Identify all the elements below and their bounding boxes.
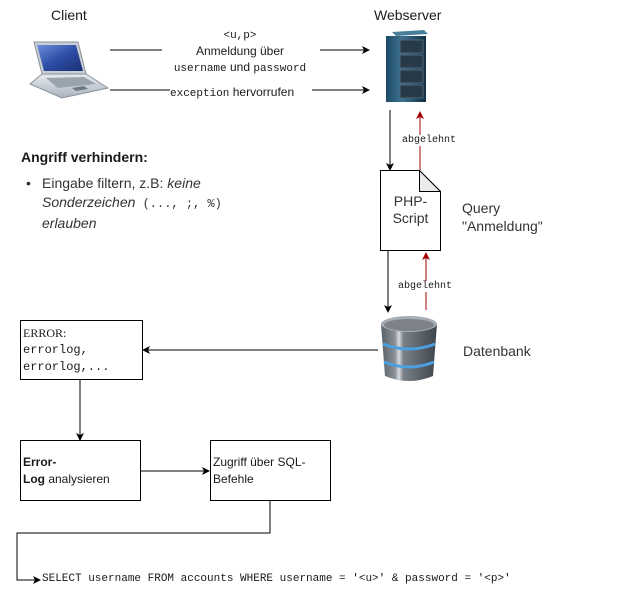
password-term: password: [253, 63, 307, 75]
webserver-label: Webserver: [374, 7, 442, 23]
bullet-italic-keine: keine: [167, 175, 201, 191]
login-edge-label: <u,p> Anmeldung über username und passwo…: [150, 29, 330, 77]
query-line2: "Anmeldung": [462, 218, 543, 234]
sql-access-box: Zugriff über SQL- Befehle: [210, 440, 331, 501]
exception-edge-label: exception hervorrufen: [170, 83, 295, 101]
rejected-label-webserver: abgelehnt: [402, 135, 457, 146]
error-output-box: ERROR: errorlog, errorlog,...: [20, 320, 143, 380]
sql-access-line2: Befehle: [213, 472, 254, 486]
php-script-line2: Script: [392, 210, 429, 226]
exception-term: exception: [170, 88, 230, 100]
error-log-rest: analysieren: [45, 472, 110, 486]
database-icon: [378, 314, 440, 386]
sql-access-line1: Zugriff über SQL-: [213, 455, 306, 469]
server-rack-icon: [384, 28, 430, 104]
php-script-document: PHP- Script: [380, 170, 441, 251]
prevention-title: Angriff verhindern:: [21, 149, 148, 165]
sql-query-text: SELECT username FROM accounts WHERE user…: [42, 573, 511, 585]
errorlog-line2: errorlog,...: [23, 360, 110, 374]
rejected-label-database: abgelehnt: [398, 281, 453, 292]
login-text: Anmeldung über: [195, 44, 285, 58]
credentials-tuple: <u,p>: [223, 30, 257, 42]
error-heading: ERROR:: [23, 326, 67, 340]
error-log-bold2: Log: [23, 472, 45, 486]
error-log-bold1: Error-: [23, 455, 57, 469]
exception-text: hervorrufen: [229, 85, 295, 99]
and-text: und: [226, 60, 254, 74]
bullet-special-chars: (..., ;, %): [135, 197, 222, 211]
bullet-italic-erlauben: erlauben: [42, 215, 97, 231]
client-label: Client: [51, 7, 87, 23]
query-line1: Query: [462, 200, 501, 216]
bullet-prefix: Eingabe filtern, z.B:: [42, 175, 168, 191]
error-log-analyze-box: Error- Log analysieren: [20, 440, 141, 501]
sql-access-to-query-arrow: [16, 501, 271, 584]
php-script-line1: PHP-: [393, 193, 428, 209]
username-term: username: [173, 63, 227, 75]
document-icon: [380, 170, 441, 251]
bullet-italic-sonderzeichen: Sonderzeichen: [42, 194, 136, 210]
errorlog-line1: errorlog,: [23, 343, 88, 357]
query-label: Query "Anmeldung": [462, 199, 543, 235]
bullet-dot: •: [26, 175, 31, 191]
database-label: Datenbank: [463, 343, 531, 359]
laptop-icon: [28, 40, 110, 100]
prevention-bullet: • Eingabe filtern, z.B: keine Sonderzeic…: [26, 174, 246, 233]
